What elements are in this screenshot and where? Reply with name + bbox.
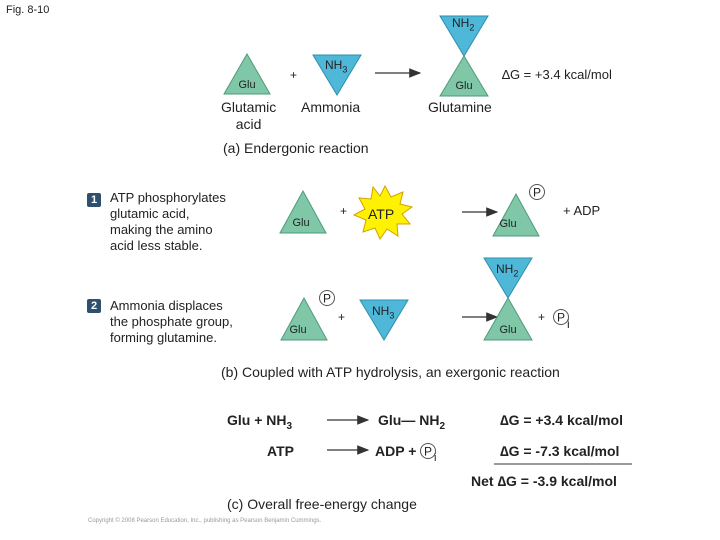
- nh2-triangle-step2: [483, 257, 533, 299]
- nh2-label-a: NH2: [452, 16, 475, 33]
- step2-description: Ammonia displaces the phosphate group, f…: [110, 298, 233, 345]
- glu-label-b3: Glu: [289, 324, 306, 336]
- nh3-triangle-ammonia: [312, 54, 362, 96]
- phosphate-circle-2: [319, 290, 335, 306]
- glu-triangle-glutamine: [439, 55, 489, 97]
- c-row1-right: Glu— NH2: [378, 412, 446, 432]
- glu-label-b2: Glu: [499, 218, 516, 230]
- caption-c: (c) Overall free-energy change: [227, 496, 417, 512]
- phosphate-label-2: P: [323, 292, 331, 306]
- c-row2-dg: ∆G = -7.3 kcal/mol: [500, 443, 620, 459]
- phosphate-circle-1: [529, 184, 545, 200]
- step1-description: ATP phosphorylates glutamic acid, making…: [110, 190, 226, 253]
- pi-circle-c: [420, 443, 436, 459]
- atp-starburst: [352, 184, 414, 241]
- caption-b: (b) Coupled with ATP hydrolysis, an exer…: [221, 364, 560, 380]
- pi-label-c: P: [424, 445, 432, 459]
- step-badge-1: 1: [87, 193, 101, 207]
- delta-g-a: ∆G = +3.4 kcal/mol: [502, 67, 612, 82]
- c-row2-right: ADP +: [375, 443, 417, 459]
- plus-sign-b1: +: [340, 204, 348, 218]
- plus-sign-pi: +: [538, 310, 546, 324]
- nh3-label-b: NH3: [372, 304, 395, 321]
- phosphate-label-1: P: [533, 186, 541, 200]
- glu-triangle-step2: [483, 296, 533, 341]
- c-row1-dg: ∆G = +3.4 kcal/mol: [500, 412, 623, 428]
- plus-sign-a: +: [290, 68, 298, 82]
- pi-circle: [553, 309, 569, 325]
- pi-subscript-b: i: [567, 317, 570, 331]
- glu-label-b4: Glu: [499, 324, 516, 336]
- plus-sign-b2: +: [338, 310, 346, 324]
- nh2-triangle-glutamine: [439, 15, 489, 57]
- pi-label: P: [557, 311, 565, 325]
- c-row3-net: Net ∆G = -3.9 kcal/mol: [471, 473, 617, 489]
- glu-triangle-step1: [279, 189, 327, 234]
- glu-triangle-phosphorylated-2: [280, 296, 328, 341]
- copyright-note: Copyright © 2008 Pearson Education, Inc.…: [88, 518, 322, 524]
- glu-triangle-glutamic: [223, 52, 271, 95]
- glu-label-a2: Glu: [455, 80, 472, 92]
- glu-label-b1: Glu: [292, 217, 309, 229]
- nh2-label-b: NH2: [496, 262, 519, 279]
- name-glutamine: Glutamine: [428, 99, 492, 115]
- nh3-label-a: NH3: [325, 58, 348, 75]
- c-row2-left: ATP: [267, 443, 294, 459]
- nh3-triangle-step2: [359, 299, 409, 341]
- plus-adp: + ADP: [563, 203, 601, 218]
- caption-a: (a) Endergonic reaction: [223, 140, 369, 156]
- c-row1-left: Glu + NH3: [227, 412, 293, 432]
- pi-subscript-c: i: [434, 452, 437, 464]
- step-badge-2: 2: [87, 299, 101, 313]
- atp-label: ATP: [368, 206, 395, 222]
- name-glutamic-acid: Glutamic acid: [221, 99, 277, 132]
- figure-label: Fig. 8-10: [6, 4, 50, 16]
- glu-label-a1: Glu: [238, 79, 255, 91]
- glu-triangle-phosphorylated: [492, 192, 540, 237]
- name-ammonia: Ammonia: [301, 99, 361, 115]
